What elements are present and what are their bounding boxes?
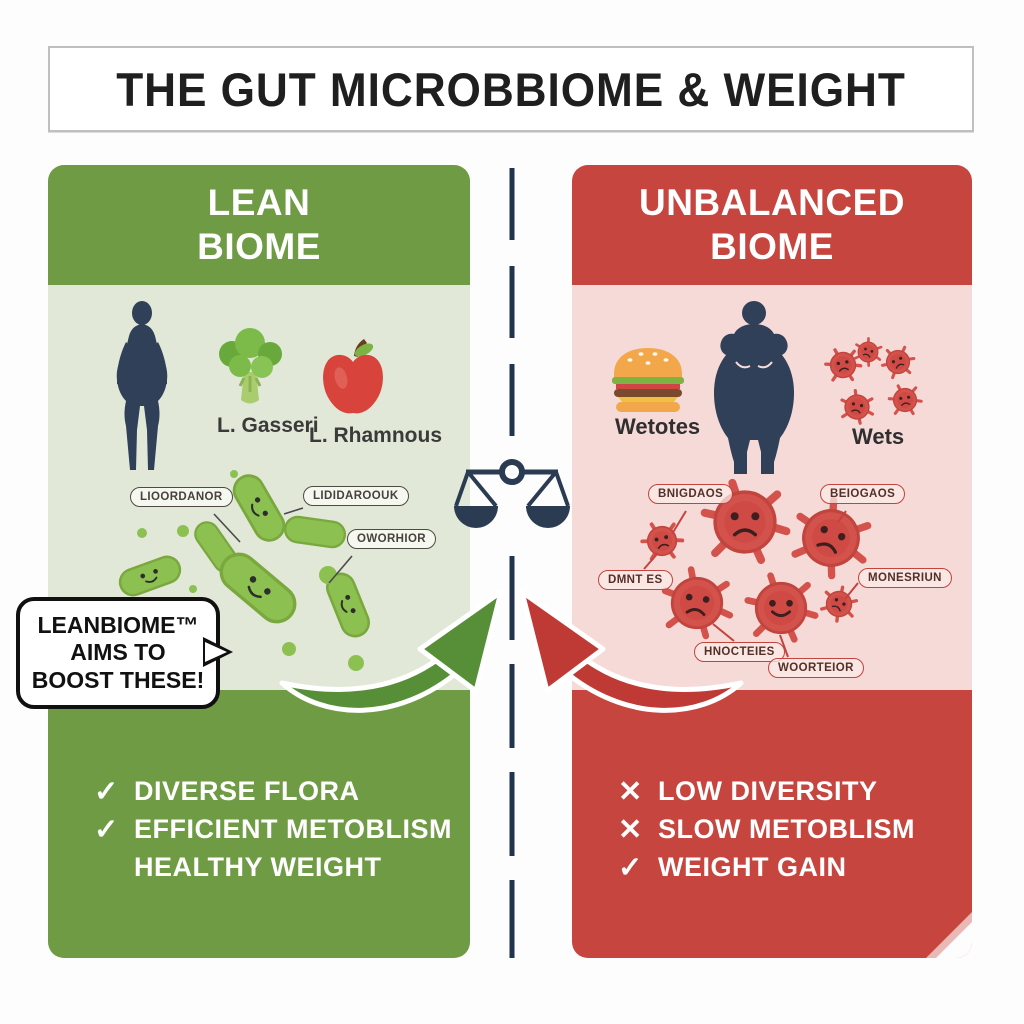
checklist-item: EFFICIENT METOBLISM (134, 813, 452, 844)
check-icon: ✓ (94, 813, 119, 846)
cross-icon: ✕ (618, 775, 643, 808)
burger-label: Wetotes (615, 414, 701, 439)
speech-line2: AIMS TO (70, 639, 166, 666)
checklist-row: ✓ WEIGHT GAIN (618, 848, 972, 886)
unbalanced-biome-title-line2: BIOME (710, 226, 834, 267)
lean-biome-title-line1: LEAN (207, 182, 311, 224)
microbes-label: Wets (852, 424, 905, 449)
checklist-row: ✕ SLOW METOBLISM (618, 810, 972, 848)
lean-biome-header: LEAN BIOME (48, 165, 470, 285)
checklist-row: ✓ DIVERSE FLORA (94, 772, 470, 810)
lean-checklist: ✓ DIVERSE FLORA ✓ EFFICIENT METOBLISM HE… (48, 690, 470, 886)
microbe-callout: BEIOGAOS (820, 484, 906, 504)
unbalanced-biome-title-line1: UNBALANCED (638, 182, 906, 224)
microbe-callout: WOORTEIOR (768, 658, 864, 678)
checklist-item: LOW DIVERSITY (658, 775, 878, 806)
check-icon: ✓ (94, 775, 119, 808)
speech-line3: BOOST THESE! (31, 666, 205, 693)
unbalanced-biome-header: UNBALANCED BIOME (572, 165, 972, 285)
unbalanced-checklist: ✕ LOW DIVERSITY ✕ SLOW METOBLISM ✓ WEIGH… (572, 690, 972, 886)
checklist-item: SLOW METOBLISM (658, 813, 915, 844)
unbalanced-biome-footer: ✕ LOW DIVERSITY ✕ SLOW METOBLISM ✓ WEIGH… (572, 690, 972, 958)
title-banner: THE GUT MICROBBIOME & WEIGHT (48, 46, 974, 132)
cross-icon: ✕ (618, 813, 643, 846)
microbe-callout: DMNT ES (598, 570, 673, 590)
probiotic-label-gasseri: L. Gasseri (217, 414, 319, 437)
lean-biome-panel: LEAN BIOME ✓ DIVERSE FLORA ✓ EFFICIENT M… (48, 165, 470, 958)
page-curl (936, 922, 972, 958)
checklist-row: HEALTHY WEIGHT (94, 848, 470, 886)
bacteria-callout: OWORHIOR (347, 529, 436, 549)
check-icon: ✓ (618, 851, 643, 884)
speech-line1: LEANBIOME™ (37, 611, 199, 638)
microbe-callout: MONESRIUN (858, 568, 952, 588)
bacteria-callout: LIDIDAROOUK (303, 486, 409, 506)
microbe-callout: BNIGDAOS (648, 484, 734, 504)
unbalanced-biome-body (572, 285, 972, 690)
checklist-item: WEIGHT GAIN (658, 851, 847, 882)
balance-scale-icon (454, 459, 570, 528)
lean-biome-footer: ✓ DIVERSE FLORA ✓ EFFICIENT METOBLISM HE… (48, 690, 470, 958)
leanbiome-speech-bubble: LEANBIOME™ AIMS TO BOOST THESE! (16, 597, 233, 709)
checklist-row: ✓ EFFICIENT METOBLISM (94, 810, 470, 848)
checklist-item: HEALTHY WEIGHT (134, 851, 382, 882)
unbalanced-biome-panel: UNBALANCED BIOME ✕ LOW DIVERSITY ✕ SLOW … (572, 165, 972, 958)
bacteria-callout: LIOORDANOR (130, 487, 233, 507)
lean-biome-title-line2: BIOME (197, 226, 321, 267)
checklist-row: ✕ LOW DIVERSITY (618, 772, 972, 810)
page-title: THE GUT MICROBBIOME & WEIGHT (116, 62, 906, 116)
probiotic-label-rhamnous: L. Rhamnous (309, 424, 443, 447)
checklist-item: DIVERSE FLORA (134, 775, 360, 806)
